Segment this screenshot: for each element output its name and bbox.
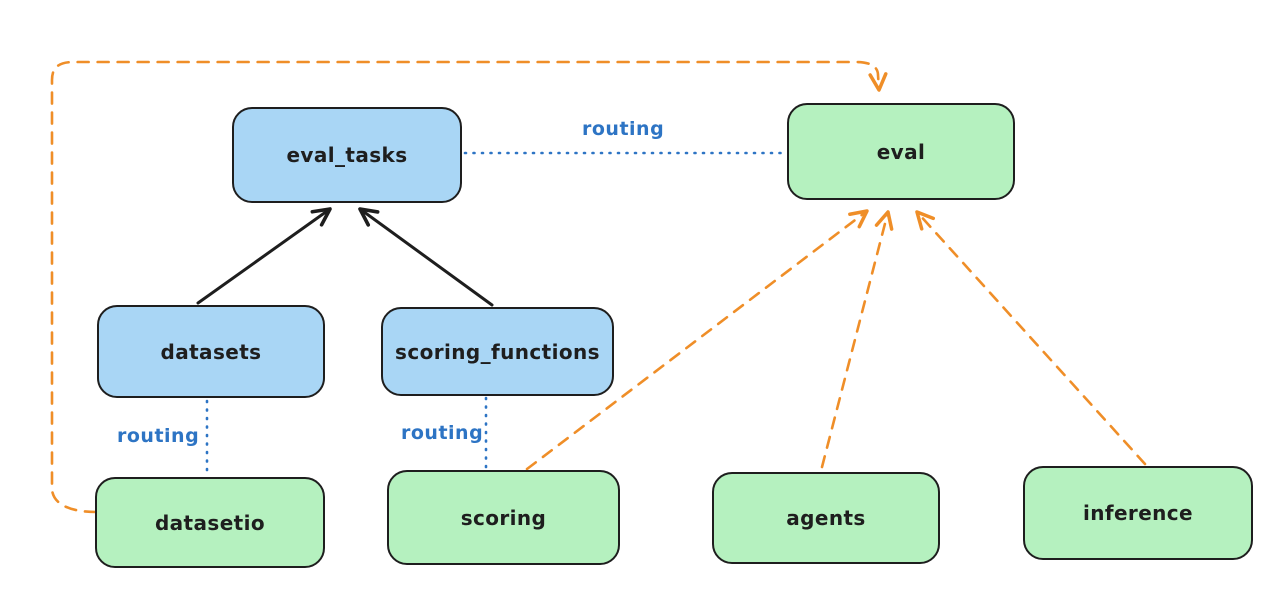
edge-inference-to-eval: [915, 210, 1147, 466]
node-eval-tasks-label: eval_tasks: [286, 143, 408, 167]
node-datasets-label: datasets: [160, 339, 262, 364]
edge-datasets-to-eval-tasks: [196, 207, 332, 305]
node-scoring-functions-label: scoring_functions: [395, 339, 600, 364]
node-scoring: scoring: [387, 470, 620, 565]
node-agents: agents: [712, 472, 940, 564]
routing-label-scoring-functions-scoring: routing: [401, 422, 484, 444]
node-datasets: datasets: [97, 305, 325, 398]
node-inference-label: inference: [1082, 501, 1194, 525]
node-inference: inference: [1023, 466, 1253, 560]
node-datasetio-label: datasetio: [154, 510, 266, 535]
node-scoring-functions: scoring_functions: [381, 307, 614, 396]
edge-datasetio-to-eval: [50, 60, 888, 514]
edge-scoring-to-eval: [525, 209, 869, 471]
node-eval-label: eval: [876, 139, 926, 164]
routing-label-datasets-datasetio: routing: [117, 425, 200, 447]
node-eval-tasks: eval_tasks: [232, 107, 462, 203]
node-datasetio: datasetio: [95, 477, 325, 568]
node-eval: eval: [787, 103, 1015, 200]
edge-agents-to-eval: [820, 210, 894, 469]
edge-scoring-functions-to-eval-tasks: [358, 207, 494, 307]
routing-label-eval-tasks-eval: routing: [582, 118, 665, 140]
node-scoring-label: scoring: [460, 505, 547, 530]
node-agents-label: agents: [786, 506, 866, 530]
